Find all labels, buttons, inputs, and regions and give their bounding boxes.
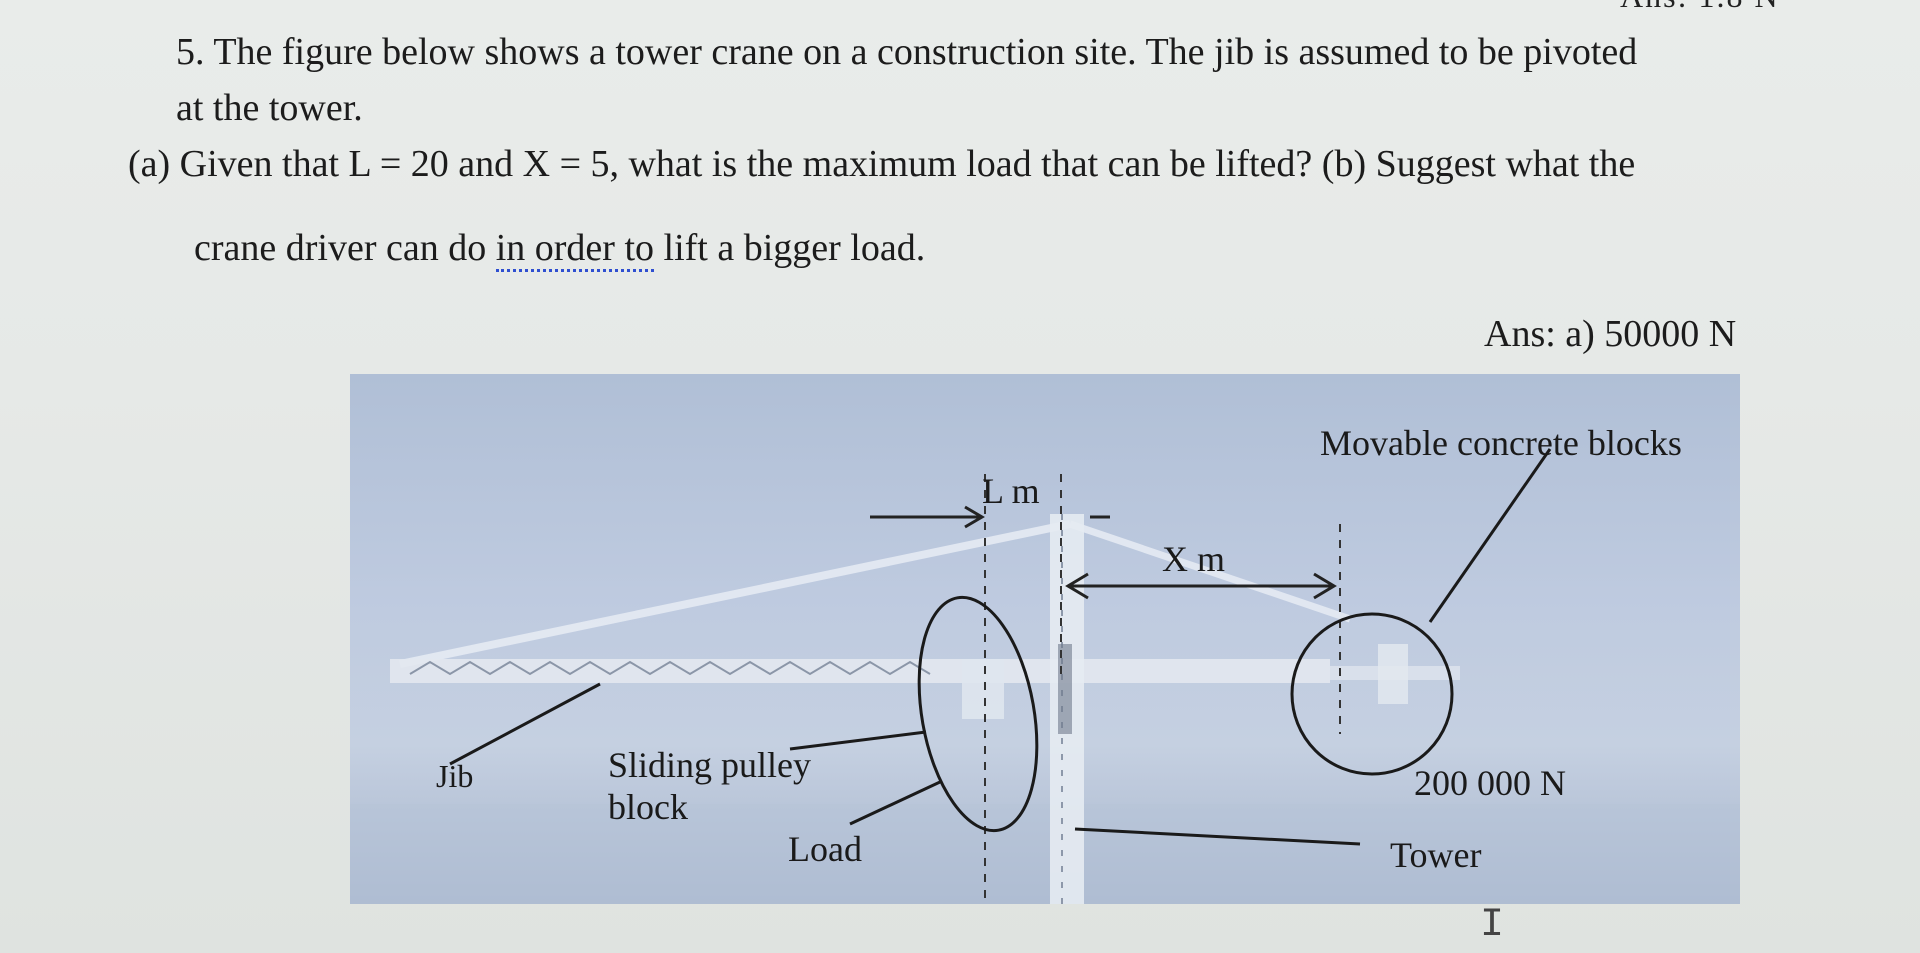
jib-tie-left [399, 520, 1071, 668]
movable-blocks-leader [1428, 448, 1552, 623]
pulley-leader [789, 730, 927, 751]
tower-leader [1074, 827, 1361, 846]
load-circle [917, 595, 1039, 833]
jib-lattice [409, 660, 931, 676]
counterweight-circle [1290, 612, 1454, 776]
question-line-4-end: lift a bigger load. [654, 227, 926, 269]
jib-tie-right [1068, 520, 1352, 623]
label-load: Load [788, 829, 862, 869]
label-pulley-block: block [608, 787, 688, 827]
label-counterweight-force: 200 000 N [1414, 763, 1566, 803]
x-arrowhead-right [1313, 572, 1337, 600]
text-cursor-icon: I [1480, 903, 1505, 948]
question-line-1: 5. The figure below shows a tower crane … [176, 31, 1638, 73]
tower-crane-figure: Movable concrete blocks L m X m Jib Slid… [350, 374, 1740, 904]
label-sliding-pulley: Sliding pulley [608, 745, 812, 785]
label-jib: Jib [436, 758, 474, 794]
pulley-block-shape [962, 659, 1004, 719]
jib-leader [449, 682, 601, 766]
label-x-m: X m [1162, 539, 1225, 579]
load-leader [849, 780, 941, 826]
crane-drawing [350, 448, 1740, 904]
cut-off-heading: Ans: 1.8 N [1620, 0, 1780, 15]
x-arrowhead-left [1065, 572, 1089, 600]
label-l-m: L m [982, 471, 1040, 511]
jib-boom [390, 659, 1330, 683]
label-movable-concrete-blocks: Movable concrete blocks [1320, 423, 1682, 463]
ground-haze [350, 804, 1740, 904]
answer-text: Ans: a) 50000 N [1484, 313, 1737, 355]
question-line-3: (a) Given that L = 20 and X = 5, what is… [128, 143, 1636, 185]
question-line-4: crane driver can do in order to lift a b… [194, 226, 926, 272]
question-line-4-start: crane driver can do [194, 227, 496, 269]
spellcheck-underlined-phrase[interactable]: in order to [495, 227, 655, 272]
concrete-blocks-shape [1378, 644, 1408, 704]
l-arrowhead-left [964, 505, 985, 529]
label-tower: Tower [1390, 835, 1482, 875]
question-line-2: at the tower. [176, 87, 363, 129]
